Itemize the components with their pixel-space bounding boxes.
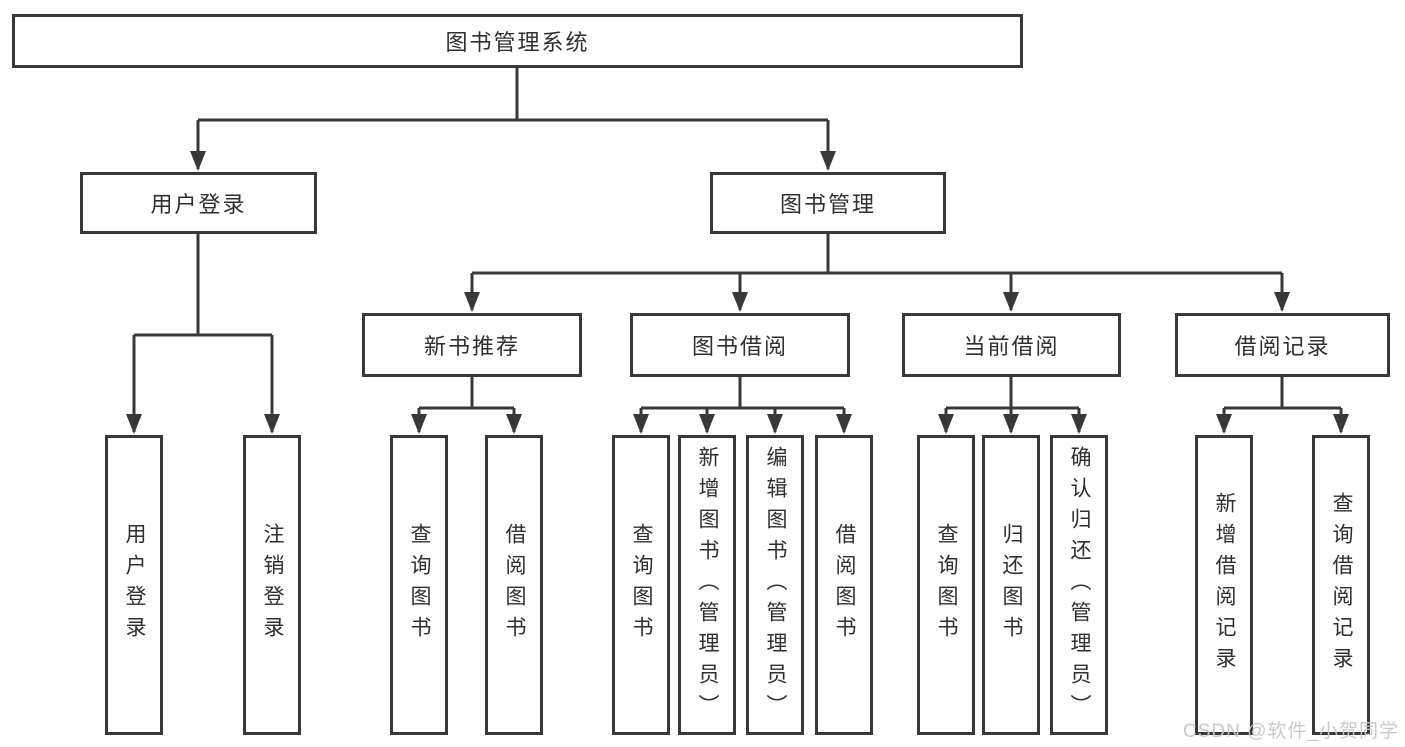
leaf-newbooks-query-label: 查询图书 bbox=[408, 523, 431, 647]
leaf-records-add-label: 新增借阅记录 bbox=[1213, 492, 1236, 678]
leaf-newbooks-borrow: 借阅图书 bbox=[485, 435, 543, 735]
node-book-management: 图书管理 bbox=[710, 172, 946, 234]
leaf-borrow-borrow-label: 借阅图书 bbox=[833, 523, 856, 647]
node-user-login: 用户登录 bbox=[80, 172, 317, 234]
leaf-records-query-label: 查询借阅记录 bbox=[1330, 492, 1353, 678]
leaf-newbooks-borrow-label: 借阅图书 bbox=[503, 523, 526, 647]
leaf-borrow-query: 查询图书 bbox=[612, 435, 670, 735]
node-borrowing-records: 借阅记录 bbox=[1175, 313, 1390, 377]
leaf-current-confirm-admin-label: 确认归还（管理员） bbox=[1068, 445, 1091, 725]
leaf-current-return-label: 归还图书 bbox=[1000, 523, 1023, 647]
leaf-current-confirm-admin: 确认归还（管理员） bbox=[1050, 435, 1108, 735]
leaf-borrow-borrow: 借阅图书 bbox=[815, 435, 873, 735]
node-new-book-recommend: 新书推荐 bbox=[362, 313, 582, 377]
connector-trunks bbox=[134, 68, 1341, 410]
leaf-current-query: 查询图书 bbox=[917, 435, 975, 735]
leaf-records-add: 新增借阅记录 bbox=[1195, 435, 1253, 735]
leaf-logout: 注销登录 bbox=[243, 435, 301, 735]
leaf-borrow-edit-admin-label: 编辑图书（管理员） bbox=[764, 445, 787, 725]
leaf-borrow-add-admin: 新增图书（管理员） bbox=[678, 435, 736, 735]
leaf-newbooks-query: 查询图书 bbox=[390, 435, 448, 735]
leaf-borrow-add-admin-label: 新增图书（管理员） bbox=[696, 445, 719, 725]
leaf-borrow-edit-admin: 编辑图书（管理员） bbox=[746, 435, 804, 735]
node-book-borrowing: 图书借阅 bbox=[630, 313, 850, 377]
leaf-current-query-label: 查询图书 bbox=[935, 523, 958, 647]
leaf-logout-label: 注销登录 bbox=[261, 523, 284, 647]
leaf-records-query: 查询借阅记录 bbox=[1312, 435, 1370, 735]
csdn-watermark: CSDN @软件_小贺同学 bbox=[1183, 721, 1399, 742]
leaf-current-return: 归还图书 bbox=[982, 435, 1040, 735]
node-current-borrowing: 当前借阅 bbox=[902, 313, 1121, 377]
leaf-borrow-query-label: 查询图书 bbox=[630, 523, 653, 647]
node-system-root: 图书管理系统 bbox=[12, 14, 1023, 68]
leaf-user-login: 用户登录 bbox=[105, 435, 163, 735]
leaf-user-login-label: 用户登录 bbox=[123, 523, 146, 647]
